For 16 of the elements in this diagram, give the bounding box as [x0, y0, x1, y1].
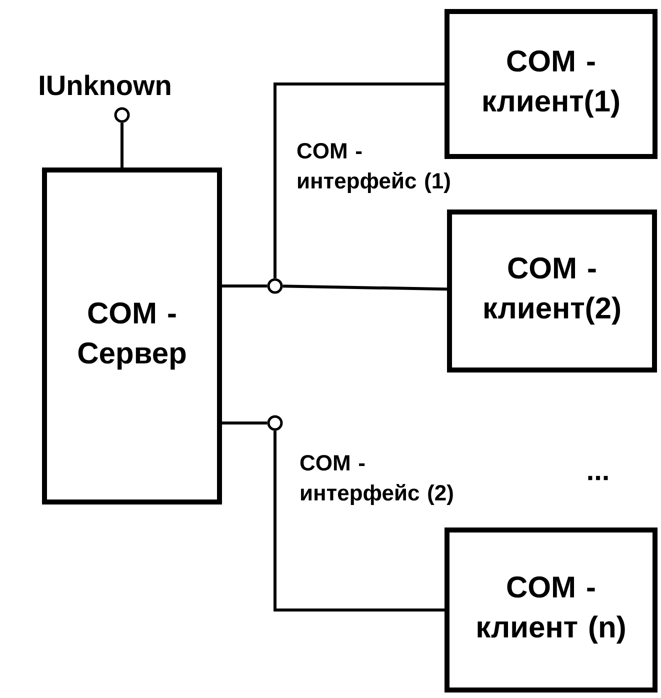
connector-line	[274, 430, 444, 612]
client-box: COM - клиент(1)	[444, 9, 658, 159]
connector-line	[274, 82, 444, 278]
connector-line	[282, 284, 448, 291]
interface-name: COM - интерфейс (2)	[300, 455, 453, 505]
client-box: COM - клиент (n)	[444, 528, 658, 692]
ellipsis-label: ...	[588, 476, 608, 480]
server-box: COM - Сервер	[42, 168, 222, 504]
client-box: COM - клиент(2)	[447, 210, 657, 372]
connector-line	[222, 422, 268, 424]
interface-circle	[267, 278, 283, 294]
interface-circle	[267, 415, 283, 431]
connector-line	[222, 284, 268, 288]
connector-line	[120, 122, 124, 168]
interface-name: IUnknown	[40, 74, 170, 96]
interface-circle	[114, 107, 130, 123]
